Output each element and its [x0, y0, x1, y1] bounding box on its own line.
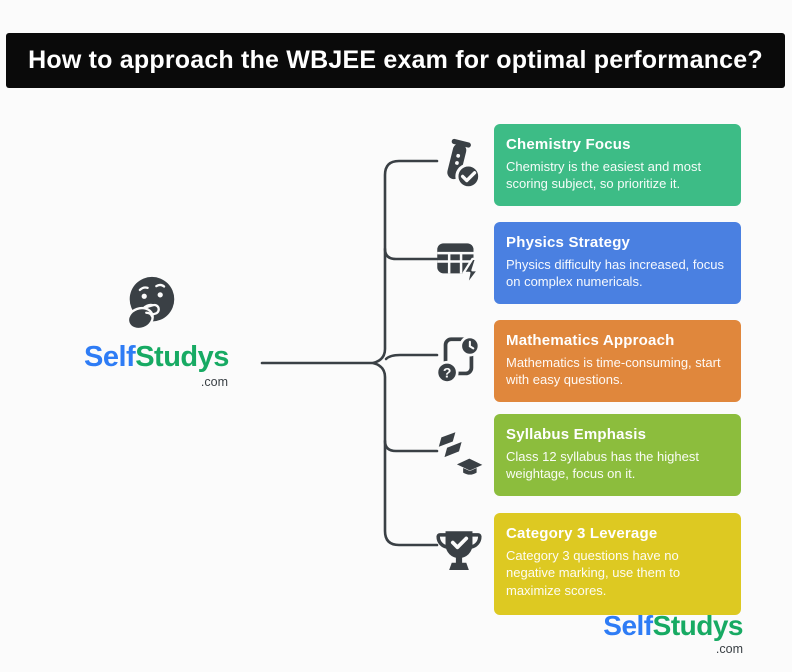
page-title: How to approach the WBJEE exam for optim… — [28, 46, 763, 74]
flow-row-syllabus: Syllabus Emphasis Class 12 syllabus has … — [438, 414, 741, 496]
card-title: Mathematics Approach — [506, 332, 675, 349]
test-tube-check-icon — [434, 136, 486, 194]
info-card-physics: Physics Strategy Physics difficulty has … — [494, 222, 741, 304]
branch-3 — [384, 353, 439, 361]
table-lightning-icon — [434, 234, 486, 292]
branch-2 — [383, 247, 439, 261]
card-description: Chemistry is the easiest and most scorin… — [506, 159, 702, 192]
flow-row-chemistry: Chemistry Focus Chemistry is the easiest… — [447, 124, 741, 206]
branch-4 — [383, 439, 439, 453]
flow-row-category3: Category 3 Leverage Category 3 questions… — [436, 513, 741, 615]
graduation-caps-icon — [434, 426, 486, 484]
info-card-category3: Category 3 Leverage Category 3 questions… — [494, 513, 741, 615]
brand-lockup-footer: SelfStudys .com — [555, 610, 743, 656]
title-banner: How to approach the WBJEE exam for optim… — [6, 33, 785, 88]
card-description: Class 12 syllabus has the highest weight… — [506, 449, 699, 482]
info-card-chemistry: Chemistry Focus Chemistry is the easiest… — [494, 124, 741, 206]
info-card-mathematics: Mathematics Approach Mathematics is time… — [494, 320, 741, 402]
card-description: Category 3 questions have no negative ma… — [506, 548, 681, 598]
brand-second: Studys — [135, 341, 229, 373]
card-description: Mathematics is time-consuming, start wit… — [506, 355, 721, 388]
flow-row-mathematics: ? Mathematics Approach Mathematics is ti… — [435, 320, 741, 402]
brace-spine — [372, 159, 439, 547]
card-title: Syllabus Emphasis — [506, 426, 647, 443]
footer-brand-tld: .com — [715, 642, 743, 656]
brand-first: Self — [84, 341, 136, 373]
card-title: Category 3 Leverage — [506, 525, 658, 542]
document-clock-question-icon: ? — [434, 332, 486, 390]
brand-lockup-left: SelfStudys .com — [84, 341, 229, 389]
trophy-check-icon — [434, 525, 486, 583]
brand-tld: .com — [200, 375, 228, 389]
brace-connector — [255, 130, 495, 600]
footer-brand-first: Self — [603, 610, 653, 641]
flow-row-physics: Physics Strategy Physics difficulty has … — [437, 222, 741, 304]
footer-brand-second: Studys — [652, 610, 744, 641]
svg-text:?: ? — [443, 364, 452, 380]
brand-wordmark: SelfStudys — [84, 341, 229, 373]
card-title: Chemistry Focus — [506, 136, 631, 153]
card-title: Physics Strategy — [506, 234, 631, 251]
thinking-face-emoji-icon — [120, 274, 182, 336]
footer-brand-wordmark: SelfStudys — [603, 610, 743, 641]
card-description: Physics difficulty has increased, focus … — [506, 257, 724, 290]
info-card-syllabus: Syllabus Emphasis Class 12 syllabus has … — [494, 414, 741, 496]
